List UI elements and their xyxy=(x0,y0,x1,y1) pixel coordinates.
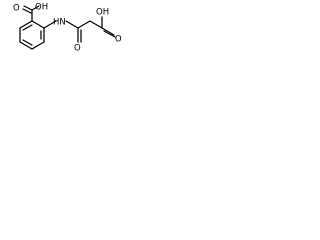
right-acid-carbonyl-bond-2 xyxy=(103,30,116,38)
ring-inner-bond-3 xyxy=(22,39,33,46)
left-acid-oh-label: OH xyxy=(35,3,48,13)
chemical-structure-svg: OH O HN O OH O xyxy=(13,3,122,54)
ring-bond-5 xyxy=(19,41,33,50)
carboxyl-oh-bond xyxy=(31,5,40,11)
right-acid-carbonyl-bond-1 xyxy=(101,27,115,36)
ring-bond-4 xyxy=(31,41,45,50)
left-acid-oxygen-label: O xyxy=(13,4,20,14)
ring-bond-2 xyxy=(31,20,45,29)
ring-inner-bond-1 xyxy=(22,24,33,31)
carboxyl-carbonyl-bond-1 xyxy=(23,5,33,11)
amide-nh-label: HN xyxy=(53,18,66,28)
ring-to-nh-bond xyxy=(43,20,57,29)
carbonyl-to-methylene-bond xyxy=(77,20,91,29)
molecule-diagram: OH O HN O OH O xyxy=(0,0,142,79)
right-acid-oh-label: OH xyxy=(96,8,109,18)
carboxyl-carbonyl-bond-2 xyxy=(22,8,32,14)
nh-to-carbonyl-bond xyxy=(65,20,79,29)
methylene-to-acid-bond xyxy=(89,20,103,29)
ring-bond-1 xyxy=(19,20,33,29)
right-acid-oxygen-label: O xyxy=(115,35,122,45)
amide-oxygen-label: O xyxy=(74,44,81,54)
